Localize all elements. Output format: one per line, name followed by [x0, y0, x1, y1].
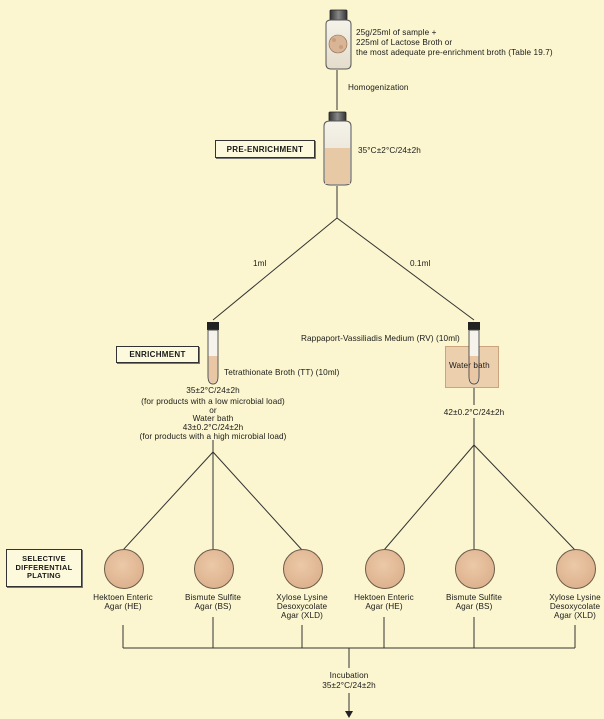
- plate-he-left: [104, 549, 144, 589]
- plate-2-label-1: Bismute Sulfite: [184, 593, 242, 602]
- plating-label-line-3: PLATING: [27, 571, 61, 581]
- plate-6-label-3: Agar (XLD): [554, 611, 596, 620]
- plate-3-label-2: Desoxycolate: [276, 602, 328, 611]
- sample-line-3: the most adequate pre-enrichment broth (…: [356, 48, 553, 57]
- plate-2-label-2: Agar (BS): [194, 602, 232, 611]
- plate-6-label-2: Desoxycolate: [549, 602, 601, 611]
- plate-xld-right: [556, 549, 596, 589]
- plate-5-label-2: Agar (BS): [455, 602, 493, 611]
- tt-to-plate-3: [212, 451, 303, 551]
- tt-condition-4: (for products with a high microbial load…: [139, 432, 287, 441]
- pre-enrichment-condition: 35°C±2°C/24±2h: [358, 146, 421, 155]
- incubation-label: Incubation: [329, 671, 369, 680]
- plate-3-label-3: Agar (XLD): [281, 611, 323, 620]
- pre-enrichment-label: PRE-ENRICHMENT: [226, 144, 304, 154]
- split-left-line: [212, 217, 338, 321]
- plating-label-line-2: DIFFERENTIAL: [15, 562, 73, 572]
- split-left-label: 1ml: [253, 259, 267, 268]
- plate-3-label-1: Xylose Lysine: [276, 593, 328, 602]
- tt-condition-1: 35±2°C/24±2h: [186, 386, 240, 395]
- split-right-line: [336, 217, 475, 321]
- plating-label-line-1: SELECTIVE: [22, 554, 66, 564]
- rv-to-plate-6: [473, 444, 576, 551]
- enrichment-box: ENRICHMENT: [116, 346, 199, 363]
- plate-4-label-1: Hektoen Enteric: [354, 593, 414, 602]
- tt-broth-label: Tetrathionate Broth (TT) (10ml): [224, 368, 340, 377]
- sample-line-2: 225ml of Lactose Broth or: [356, 38, 453, 47]
- rv-condition: 42±0.2°C/24±2h: [443, 408, 505, 417]
- selective-plating-box: SELECTIVE DIFFERENTIAL PLATING: [6, 549, 82, 587]
- plate-he-right: [365, 549, 405, 589]
- plate-xld-left: [283, 549, 323, 589]
- plate-1-label-2: Agar (HE): [104, 602, 142, 611]
- tt-condition-water-bath: Water bath: [192, 414, 234, 423]
- plate-5-label-1: Bismute Sulfite: [445, 593, 503, 602]
- split-right-label: 0.1ml: [410, 259, 431, 268]
- plate-1-label-1: Hektoen Enteric: [93, 593, 153, 602]
- sample-line-1: 25g/25ml of sample +: [356, 28, 437, 37]
- rv-to-plate-4: [383, 444, 475, 551]
- tt-tube-icon: [207, 322, 219, 385]
- pre-enrichment-box: PRE-ENRICHMENT: [215, 140, 315, 158]
- tt-condition-3: 43±0.2°C/24±2h: [182, 423, 244, 432]
- plate-bs-left: [194, 549, 234, 589]
- tt-condition-or: or: [209, 406, 217, 415]
- tt-condition-2: (for products with a low microbial load): [141, 397, 285, 406]
- plate-bs-right: [455, 549, 495, 589]
- plate-4-label-2: Agar (HE): [365, 602, 403, 611]
- down-arrow-icon: [345, 711, 353, 718]
- tt-to-plate-1: [122, 451, 214, 551]
- sample-jar-icon: [325, 9, 352, 70]
- homogenization-label: Homogenization: [348, 83, 409, 92]
- water-bath-label: Water bath: [449, 361, 490, 370]
- pre-enrichment-jar-icon: [323, 111, 352, 186]
- rv-medium-label: Rappaport-Vassiliadis Medium (RV) (10ml): [301, 334, 460, 343]
- incubation-condition: 35±2°C/24±2h: [322, 681, 376, 690]
- enrichment-label: ENRICHMENT: [129, 350, 186, 359]
- plate-6-label-1: Xylose Lysine: [549, 593, 601, 602]
